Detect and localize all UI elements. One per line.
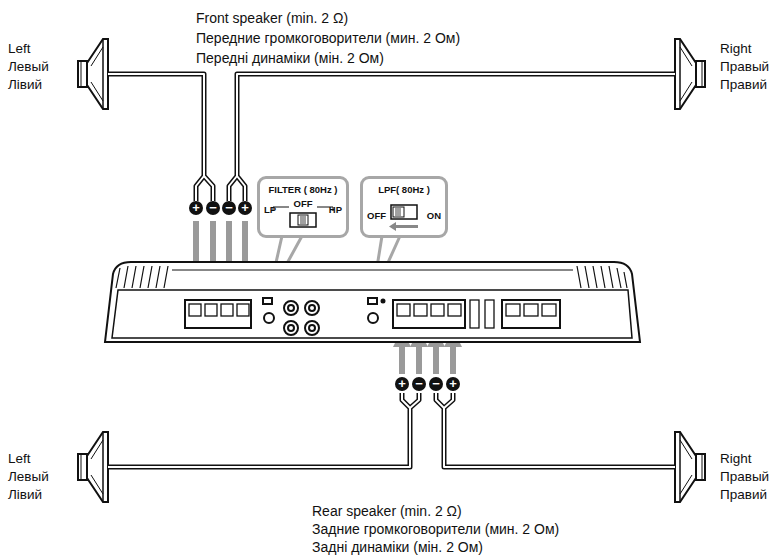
switch-position: LP [264,204,276,215]
switch-position: OFF [294,198,313,209]
polarity-mark: + [189,201,203,215]
switch-position: ON [427,210,441,221]
speaker-caption: Передние громкоговорители (мин. 2 Ом) [196,30,460,47]
lpf-switch-callout: LPF( 80Hz ) OFF ON [360,176,448,238]
side-label: Лівий [8,76,42,93]
polarity-mark: − [429,377,443,391]
switch-title: LPF( 80Hz ) [378,184,430,195]
side-label: Правый [720,58,769,75]
side-label: Left [8,40,31,57]
switch-position: OFF [367,210,386,221]
side-label: Right [720,450,752,467]
speaker [78,39,705,502]
side-label: Лівий [8,486,42,503]
side-label: Right [720,40,752,57]
polarity-mark: − [412,377,426,391]
filter-switch-callout: FILTER ( 80Hz ) LP OFF HP [257,176,349,238]
side-label: Left [8,450,31,467]
polarity-mark: + [395,377,409,391]
side-label: Правый [720,468,769,485]
side-label: Правий [720,76,767,93]
speaker-caption: Задние громкоговорители (мин. 2 Ом) [312,521,559,538]
side-label: Правий [720,486,767,503]
side-label: Левый [8,58,49,75]
speaker-caption: Front speaker (min. 2 Ω) [196,10,348,27]
speaker-caption: Передні динаміки (мін. 2 Ом) [196,50,384,67]
polarity-mark: − [222,201,236,215]
switch-position: HP [329,204,342,215]
speaker-caption: Задні динаміки (мін. 2 Ом) [312,539,483,556]
side-label: Левый [8,468,49,485]
switch-title: FILTER ( 80Hz ) [269,184,338,195]
speaker-caption: Rear speaker (min. 2 Ω) [312,503,462,520]
amplifier-body [105,262,640,342]
polarity-mark: − [206,201,220,215]
polarity-mark: + [238,201,252,215]
polarity-mark: + [446,377,460,391]
